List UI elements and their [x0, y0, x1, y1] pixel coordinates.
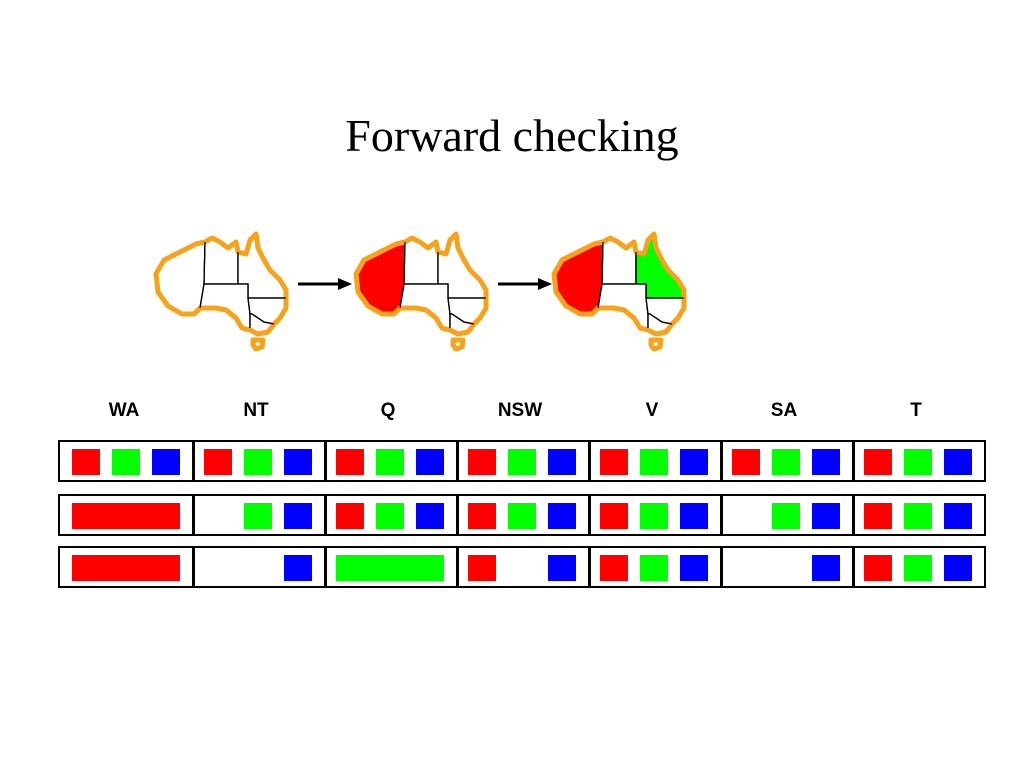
blue-value-swatch [944, 503, 972, 529]
domain-row-1 [58, 440, 986, 482]
domain-cell-v [588, 548, 720, 586]
domain-cell-wa [60, 496, 192, 534]
domain-cell-nsw [456, 548, 588, 586]
green-value-swatch [772, 449, 800, 475]
blue-value-swatch [944, 555, 972, 581]
red-value-swatch [72, 449, 100, 475]
green-value-swatch [508, 503, 536, 529]
red-value-swatch [336, 449, 364, 475]
assigned-red-swatch [72, 503, 180, 529]
green-value-swatch [904, 449, 932, 475]
domain-cell-nsw [456, 442, 588, 480]
green-value-swatch [904, 555, 932, 581]
domain-cell-wa [60, 442, 192, 480]
assigned-green-swatch [336, 555, 444, 581]
domain-cell-t [852, 442, 984, 480]
domain-row-2 [58, 494, 986, 536]
green-value-swatch [640, 503, 668, 529]
domain-cell-nt [192, 442, 324, 480]
domain-cell-q [324, 496, 456, 534]
red-value-swatch [600, 503, 628, 529]
blue-value-swatch [284, 503, 312, 529]
red-value-swatch [864, 555, 892, 581]
blue-value-swatch [284, 449, 312, 475]
red-value-swatch [732, 449, 760, 475]
red-value-swatch [468, 449, 496, 475]
blue-value-swatch [944, 449, 972, 475]
green-value-swatch [376, 503, 404, 529]
red-value-swatch [864, 449, 892, 475]
green-value-swatch [772, 503, 800, 529]
blue-value-swatch [680, 555, 708, 581]
blue-value-swatch [416, 449, 444, 475]
blue-value-swatch [812, 555, 840, 581]
domain-cell-nt [192, 496, 324, 534]
domain-cell-sa [720, 442, 852, 480]
green-value-swatch [904, 503, 932, 529]
arrow-1 [298, 278, 352, 290]
domain-row-3 [58, 546, 986, 588]
blue-value-swatch [680, 503, 708, 529]
green-value-swatch [508, 449, 536, 475]
domain-cell-q [324, 548, 456, 586]
map-step-2 [353, 231, 489, 352]
green-value-swatch [640, 555, 668, 581]
header-v: V [645, 400, 659, 421]
australia-coastline [353, 231, 489, 337]
arrow-2 [498, 278, 552, 290]
red-value-swatch [600, 555, 628, 581]
map-step-3 [551, 231, 687, 352]
map-sequence [150, 228, 710, 358]
red-value-swatch [600, 449, 628, 475]
map-sequence-svg [153, 231, 687, 352]
domain-cell-wa [60, 548, 192, 586]
domain-cell-v [588, 496, 720, 534]
red-value-swatch [468, 555, 496, 581]
green-value-swatch [112, 449, 140, 475]
domain-cell-sa [720, 548, 852, 586]
header-wa: WA [108, 400, 140, 421]
blue-value-swatch [812, 449, 840, 475]
green-value-swatch [244, 503, 272, 529]
slide-title: Forward checking [345, 110, 679, 161]
blue-value-swatch [548, 503, 576, 529]
header-nsw: NSW [497, 400, 543, 421]
blue-value-swatch [152, 449, 180, 475]
map-step-1 [153, 231, 289, 352]
red-value-swatch [864, 503, 892, 529]
domain-cell-sa [720, 496, 852, 534]
green-value-swatch [376, 449, 404, 475]
blue-value-swatch [812, 503, 840, 529]
red-value-swatch [204, 449, 232, 475]
australia-coastline [153, 231, 289, 337]
variable-headers: WA NT Q NSW V SA T [58, 396, 986, 426]
domain-cell-q [324, 442, 456, 480]
assigned-red-swatch [72, 555, 180, 581]
blue-value-swatch [680, 449, 708, 475]
header-nt: NT [243, 400, 269, 421]
australia-coastline [551, 231, 687, 337]
blue-value-swatch [548, 555, 576, 581]
blue-value-swatch [548, 449, 576, 475]
red-value-swatch [468, 503, 496, 529]
header-sa: SA [770, 400, 798, 421]
header-t: T [910, 400, 922, 421]
green-value-swatch [244, 449, 272, 475]
domain-cell-v [588, 442, 720, 480]
domain-cell-t [852, 548, 984, 586]
green-value-swatch [640, 449, 668, 475]
domain-cell-t [852, 496, 984, 534]
blue-value-swatch [284, 555, 312, 581]
header-q: Q [380, 400, 396, 421]
domain-cell-nt [192, 548, 324, 586]
domain-cell-nsw [456, 496, 588, 534]
red-value-swatch [336, 503, 364, 529]
blue-value-swatch [416, 503, 444, 529]
